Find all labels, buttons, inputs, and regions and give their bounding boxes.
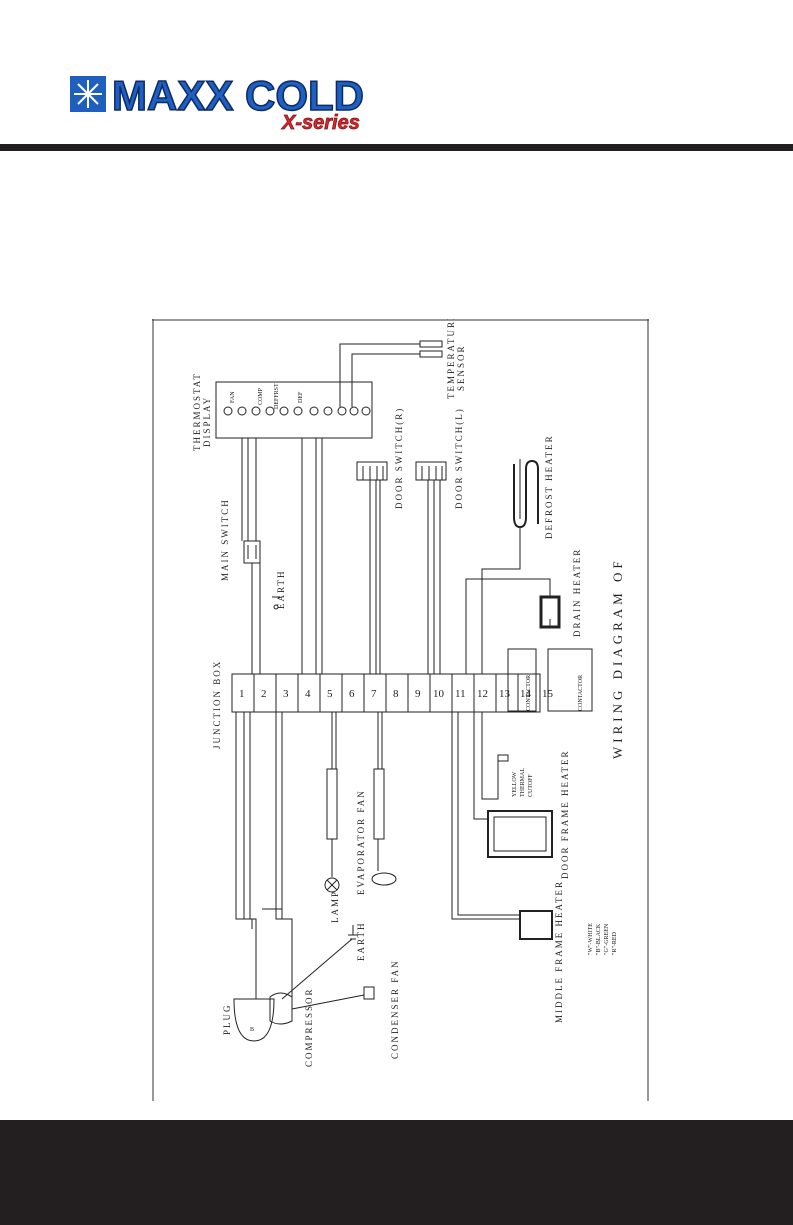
thermal-cutoff: YELLOW THERMAL CUTOFF <box>497 754 534 797</box>
junction-box-label: JUNCTION BOX <box>212 660 222 749</box>
terminal-10: 10 <box>433 688 445 700</box>
terminal-5: 5 <box>327 688 333 700</box>
legend-white: "W"-WHITE <box>588 923 594 955</box>
compressor-label: COMPRESSOR <box>304 987 314 1067</box>
thermostat-term-deffrst: DEFFRST <box>274 383 280 409</box>
drain-heater-label: DRAIN HEATER <box>572 548 582 637</box>
middle-frame-heater-label: MIDDLE FRAME HEATER <box>554 880 564 1023</box>
compressor: COMPRESSOR <box>269 987 314 1067</box>
middle-frame-heater: MIDDLE FRAME HEATER <box>519 880 564 1023</box>
contactor-2: CONTACTOR <box>547 648 593 712</box>
door-switch-l-label: DOOR SWITCH(L) <box>454 407 464 509</box>
yellow-label: YELLOW <box>512 771 518 797</box>
defrost-heater: DEFROST HEATER <box>513 434 554 539</box>
thermal-label-1: THERMAL <box>520 768 526 797</box>
thermal-label-2: CUTOFF <box>528 773 534 797</box>
wiring-diagram-svg: THERMOSTAT DISPLAY FAN COMP DEFFRST DEF … <box>152 312 649 1101</box>
terminal-14: 14 <box>520 688 532 700</box>
brand-series: X-series <box>281 112 360 132</box>
contactor-1: CONTACTOR <box>507 648 537 712</box>
condenser-fan: CONDENSER FAN <box>363 959 400 1059</box>
thermostat-term-fan: FAN <box>230 391 236 403</box>
thermostat-label: THERMOSTAT <box>192 372 202 451</box>
terminal-4: 4 <box>305 688 311 700</box>
drain-heater: DRAIN HEATER <box>539 548 582 637</box>
contactor-2-label: CONTACTOR <box>578 675 584 711</box>
terminal-11: 11 <box>455 688 466 700</box>
terminal-2: 2 <box>261 688 267 700</box>
temperature-sensor-label-2: SENSOR <box>456 344 466 391</box>
evaporator-fan: EVAPORATOR FAN LAMP <box>324 768 397 923</box>
door-switch-r-label: DOOR SWITCH(R) <box>394 407 404 509</box>
header-rule <box>0 144 793 151</box>
brand-name: MAXX COLD <box>112 72 364 119</box>
terminal-3: 3 <box>283 688 289 700</box>
main-switch: MAIN SWITCH <box>220 498 261 581</box>
temperature-sensor: TEMPERATURE SENSOR <box>339 312 466 407</box>
evaporator-fan-label: EVAPORATOR FAN <box>356 789 366 895</box>
condenser-fan-label: CONDENSER FAN <box>390 959 400 1059</box>
legend-black: "B"-BLACK <box>596 923 602 955</box>
diagram-title: WIRING DIAGRAM OF <box>610 557 625 759</box>
maxx-cold-logo: MAXX COLD X-series <box>70 71 365 132</box>
terminal-8: 8 <box>393 688 399 700</box>
door-frame-heater-label: DOOR FRAME HEATER <box>560 749 570 879</box>
defrost-heater-label: DEFROST HEATER <box>544 434 554 539</box>
thermostat-term-def: DEF <box>298 391 304 403</box>
terminal-7: 7 <box>371 688 377 700</box>
door-switch-l: DOOR SWITCH(L) <box>415 407 464 509</box>
page-footer <box>0 1120 793 1225</box>
thermostat-term-comp: COMP <box>258 387 264 405</box>
lamp-label: LAMP <box>330 890 340 923</box>
plug: B PLUG <box>222 998 275 1042</box>
terminal-9: 9 <box>415 688 421 700</box>
legend-red: "R"-RED <box>612 931 618 955</box>
junction-box: JUNCTION BOX 1 2 3 4 5 6 7 8 9 10 11 12 … <box>212 660 554 749</box>
thermostat-display: THERMOSTAT DISPLAY FAN COMP DEFFRST DEF <box>192 372 373 451</box>
temperature-sensor-label-1: TEMPERATURE <box>446 319 456 399</box>
legend-green: "G"-GREEN <box>604 923 610 955</box>
terminal-13: 13 <box>499 688 511 700</box>
terminal-1: 1 <box>239 688 245 700</box>
wiring-diagram: THERMOSTAT DISPLAY FAN COMP DEFFRST DEF … <box>152 312 649 1101</box>
terminal-12: 12 <box>477 688 488 700</box>
color-legend: "W"-WHITE "B"-BLACK "G"-GREEN "R"-RED <box>588 923 618 955</box>
main-switch-label: MAIN SWITCH <box>220 498 230 581</box>
earth-bottom-label: EARTH <box>356 922 366 961</box>
door-frame-heater: DOOR FRAME HEATER <box>487 749 570 879</box>
page-header: MAXX COLD X-series <box>0 0 793 151</box>
display-label: DISPLAY <box>202 396 212 447</box>
earth-top: EARTH <box>272 570 286 610</box>
door-switch-r: DOOR SWITCH(R) <box>356 407 404 509</box>
earth-bottom: EARTH <box>348 922 366 961</box>
plug-label: PLUG <box>222 1003 232 1035</box>
contactor-1-label: CONTACTOR <box>526 675 532 711</box>
terminal-6: 6 <box>349 688 355 700</box>
plug-pin: B <box>250 1027 254 1033</box>
earth-top-label: EARTH <box>276 570 286 609</box>
